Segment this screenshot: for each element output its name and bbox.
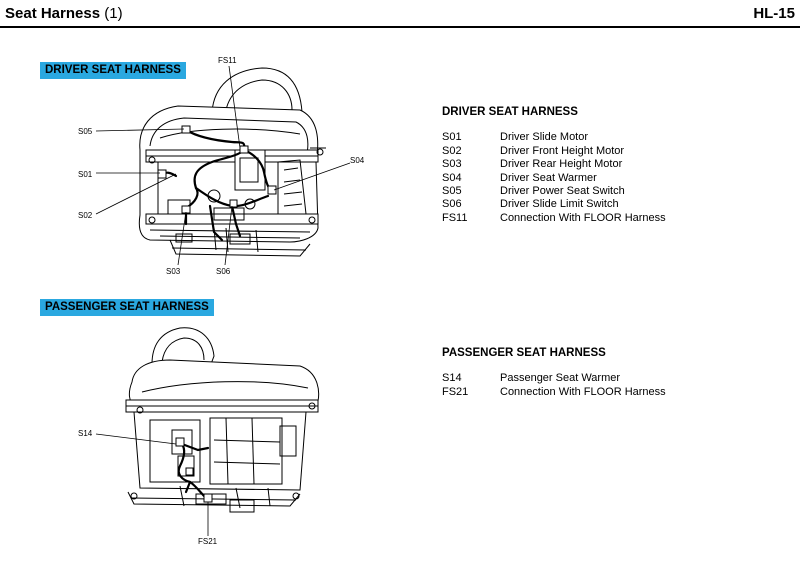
connector-description: Driver Front Height Motor: [500, 144, 625, 157]
connector-code: FS21: [442, 385, 469, 398]
page-title-text: Seat Harness: [5, 5, 101, 22]
connector-description: Driver Slide Motor: [500, 131, 589, 144]
connector-description: Connection With FLOOR Harness: [500, 385, 666, 398]
passenger-seat-illustration: [125, 327, 320, 513]
driver-section-label: DRIVER SEAT HARNESS: [40, 62, 186, 79]
passenger-connectors: [175, 437, 213, 503]
callout-s03: S03: [166, 267, 181, 276]
connector-code: S05: [442, 185, 462, 198]
legend-row: S14 Passenger Seat Warmer: [442, 372, 666, 385]
callout-s02: S02: [78, 211, 93, 220]
page-code: HL-15: [753, 5, 795, 22]
connector-code: S06: [442, 198, 462, 211]
passenger-callouts: S14 FS21: [78, 429, 218, 546]
legend-row: S04 Driver Seat Warmer: [442, 172, 666, 185]
page-header: Seat Harness (1) HL-15: [0, 0, 800, 28]
legend-row: FS21 Connection With FLOOR Harness: [442, 386, 666, 399]
callout-fs21: FS21: [198, 537, 218, 546]
driver-legend: DRIVER SEAT HARNESS S01 Driver Slide Moto…: [442, 106, 666, 225]
callout-fs11: FS11: [218, 56, 237, 65]
callout-s06: S06: [216, 267, 231, 276]
connector-description: Driver Power Seat Switch: [500, 185, 625, 198]
legend-row: S06 Driver Slide Limit Switch: [442, 198, 666, 211]
connector-code: S02: [442, 144, 462, 157]
callout-s04: S04: [350, 156, 365, 165]
connector-code: S03: [442, 158, 462, 171]
legend-row: FS11 Connection With FLOOR Harness: [442, 212, 666, 225]
passenger-section-label: PASSENGER SEAT HARNESS: [40, 299, 214, 316]
page-title-number: (1): [104, 5, 123, 22]
legend-row: S01 Driver Slide Motor: [442, 131, 666, 144]
connector-description: Driver Slide Limit Switch: [500, 198, 619, 211]
callout-s14: S14: [78, 429, 93, 438]
page-title: Seat Harness (1): [5, 5, 123, 22]
legend-row: S02 Driver Front Height Motor: [442, 145, 666, 158]
connector-description: Connection With FLOOR Harness: [500, 211, 666, 224]
driver-legend-title: DRIVER SEAT HARNESS: [442, 106, 578, 118]
passenger-legend: PASSENGER SEAT HARNESS S14 Passenger Seat…: [442, 347, 666, 399]
passenger-legend-title: PASSENGER SEAT HARNESS: [442, 347, 606, 359]
callout-s05: S05: [78, 127, 93, 136]
driver-callouts: FS11 S05 S01 S02 S04 S03 S06: [78, 56, 365, 276]
connector-description: Driver Seat Warmer: [500, 171, 597, 184]
connector-code: S04: [442, 171, 462, 184]
connector-description: Passenger Seat Warmer: [500, 372, 621, 385]
connector-code: S14: [442, 372, 462, 385]
connector-description: Driver Rear Height Motor: [500, 158, 623, 171]
connector-code: S01: [442, 131, 462, 144]
driver-connectors: [157, 125, 277, 214]
connector-code: FS11: [442, 211, 468, 224]
driver-leader-lines: [95, 65, 351, 266]
passenger-leader-lines: [95, 433, 209, 536]
callout-s01: S01: [78, 170, 93, 179]
legend-row: S03 Driver Rear Height Motor: [442, 158, 666, 171]
legend-row: S05 Driver Power Seat Switch: [442, 185, 666, 198]
